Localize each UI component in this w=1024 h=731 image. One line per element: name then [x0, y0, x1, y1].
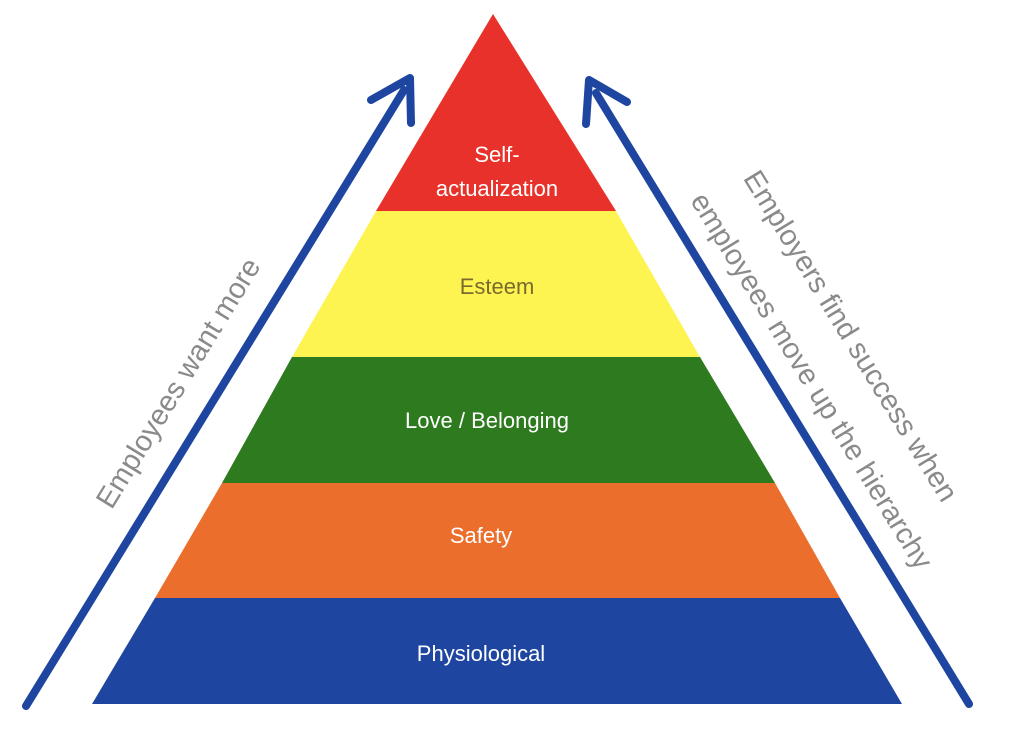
tier-label-love-belonging: Love / Belonging: [405, 408, 569, 433]
tier-self-actualization: [376, 14, 616, 211]
tier-safety: [155, 483, 840, 598]
tier-label-self-actualization-line1: Self-: [474, 142, 519, 167]
tier-label-self-actualization-line2: actualization: [436, 176, 558, 201]
tier-label-physiological: Physiological: [417, 641, 545, 666]
tier-love-belonging: [222, 357, 775, 483]
tier-esteem: [292, 211, 700, 357]
right-up-arrow-icon: [582, 76, 973, 708]
tier-physiological: [92, 598, 902, 704]
left-up-arrow-icon: [22, 74, 415, 710]
tier-label-esteem: Esteem: [460, 274, 535, 299]
tier-label-safety: Safety: [450, 523, 512, 548]
